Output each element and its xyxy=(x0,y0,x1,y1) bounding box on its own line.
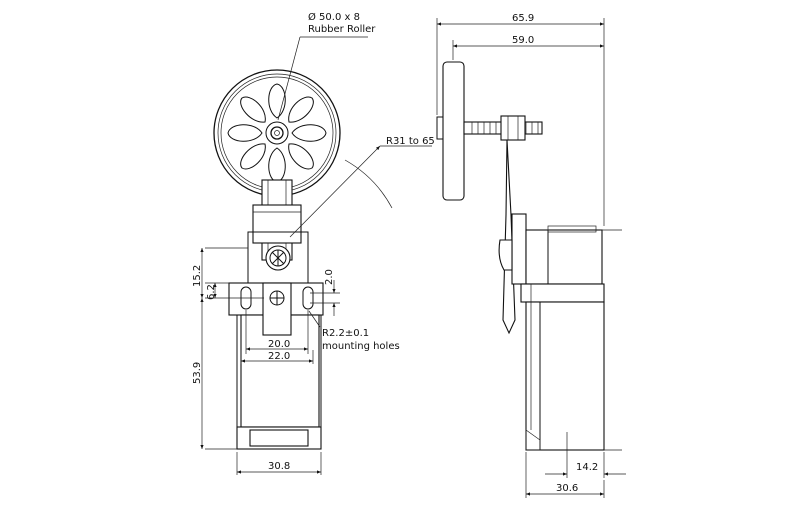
front-view: R31 to 65 Ø 50.0 x 8 Rubber Roller 15.2 … xyxy=(192,11,435,475)
lever-plate-side xyxy=(502,139,516,335)
dim-65-9: 65.9 xyxy=(512,13,534,24)
lever-arm-front xyxy=(252,179,302,261)
switch-body-side xyxy=(498,213,605,451)
lever-radius-leader xyxy=(289,145,381,238)
lever-clamp-screw xyxy=(265,245,291,271)
dim-22-0: 22.0 xyxy=(268,351,290,362)
lever-radius-arc xyxy=(344,159,393,209)
switch-head-front xyxy=(228,231,324,450)
dim-59-0: 59.0 xyxy=(512,35,534,46)
rubber-roller-front xyxy=(213,69,341,197)
rubber-roller-side xyxy=(442,61,465,201)
mounting-holes-label: mounting holes xyxy=(322,341,400,352)
dim-14-2: 14.2 xyxy=(576,462,598,473)
dim-30-6: 30.6 xyxy=(556,483,578,494)
lever-radius-label: R31 to 65 xyxy=(386,136,435,147)
roller-material-label: Rubber Roller xyxy=(308,24,376,35)
roller-shaft xyxy=(463,115,543,141)
dim-53-9: 53.9 xyxy=(192,362,203,384)
dim-2-0: 2.0 xyxy=(324,269,335,285)
dim-20-0: 20.0 xyxy=(268,339,290,350)
roller-diameter-label: Ø 50.0 x 8 xyxy=(308,11,360,23)
mounting-hole-radius-label: R2.2±0.1 xyxy=(322,328,369,339)
dim-30-8: 30.8 xyxy=(268,461,290,472)
dim-15-2: 15.2 xyxy=(192,265,203,287)
side-view: 65.9 59.0 14.2 30.6 xyxy=(436,13,626,498)
dim-6-2: 6.2 xyxy=(206,284,217,300)
